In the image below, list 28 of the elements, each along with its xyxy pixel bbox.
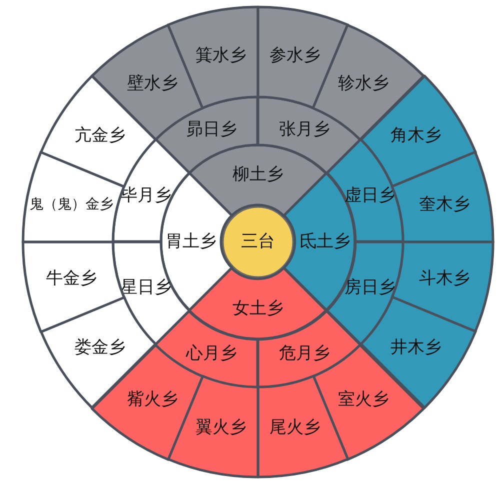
sector-label: 星日乡 <box>120 278 172 298</box>
sector-label: 女土乡 <box>232 300 284 318</box>
sector-label: 心月乡 <box>186 344 238 364</box>
sector-label: 亢金乡 <box>74 127 126 146</box>
sector-label: 昴日乡 <box>186 120 238 140</box>
sector-label: 角木乡 <box>390 127 442 146</box>
sector-label: 危月乡 <box>278 344 330 364</box>
sector-label: 鬼（鬼）金乡 <box>30 197 114 213</box>
sector-label: 尾火乡 <box>270 418 321 438</box>
sector-label: 室火乡 <box>338 390 390 410</box>
sector-label: 娄金乡 <box>74 338 126 357</box>
sector-label: 柳土乡 <box>232 166 284 184</box>
sector-label: 翼火乡 <box>195 418 246 438</box>
sector-label: 井木乡 <box>390 338 442 357</box>
sector-label: 奎木乡 <box>418 196 470 214</box>
sector-label: 虚日乡 <box>344 186 396 206</box>
sector-label: 参水乡 <box>270 46 321 65</box>
sector-label: 三台 <box>241 232 275 252</box>
sector-label: 箕水乡 <box>195 46 246 65</box>
sector-label: 张月乡 <box>278 120 330 140</box>
sector-label: 轸水乡 <box>338 74 390 94</box>
sector-label: 氐土乡 <box>299 232 350 252</box>
sector-label: 房日乡 <box>344 278 396 298</box>
sector-label: 胃土乡 <box>166 232 216 252</box>
sector-label: 壁水乡 <box>126 74 178 94</box>
sector-label: 斗木乡 <box>418 270 470 288</box>
sector-label: 觜火乡 <box>126 390 178 410</box>
sector-label: 牛金乡 <box>46 270 98 288</box>
